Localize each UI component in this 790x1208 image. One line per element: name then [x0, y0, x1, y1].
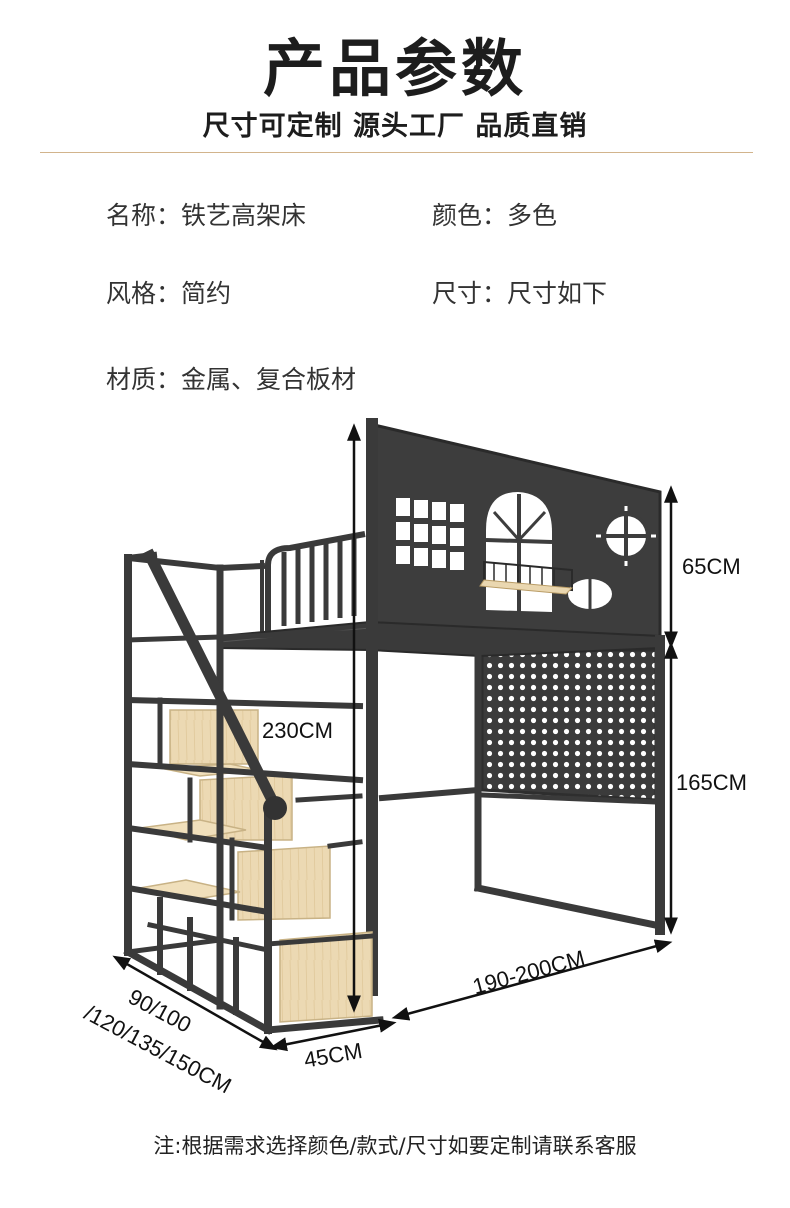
page-subtitle: 尺寸可定制 源头工厂 品质直销 [202, 111, 588, 142]
page-title: 产品参数 [262, 32, 527, 105]
dim-top-section: 65CM [682, 554, 741, 579]
spec-name-value: 铁艺高架床 [181, 201, 307, 230]
spec-color-label: 颜色： [432, 201, 508, 230]
handrail-knob [263, 796, 287, 820]
spec-style-value: 简约 [181, 279, 232, 308]
spec-size: 尺寸：尺寸如下 [432, 274, 607, 310]
spec-color-value: 多色 [507, 201, 558, 230]
bed-platform [219, 620, 661, 658]
spec-material-label: 材质： [106, 365, 182, 394]
round-window-cutout [596, 506, 656, 566]
pegboard-panel [480, 648, 658, 802]
dimension-lines [112, 423, 678, 1052]
spec-name: 名称：铁艺高架床 [106, 196, 306, 232]
dim-bottom-section: 165CM [676, 770, 747, 795]
arched-window-cutout [485, 492, 553, 612]
spec-size-label: 尺寸： [432, 279, 508, 308]
dim-total-height: 230CM [262, 718, 333, 743]
spec-name-label: 名称： [106, 201, 182, 230]
bed-frame [366, 418, 665, 996]
spec-size-value: 尺寸如下 [507, 279, 608, 308]
grid-window-cutout [396, 498, 464, 570]
divider-line [40, 152, 753, 153]
hanging-shelf [479, 560, 574, 595]
spec-color: 颜色：多色 [432, 196, 557, 232]
spec-style: 风格：简约 [106, 274, 231, 310]
spec-style-label: 风格： [106, 279, 182, 308]
footer-note: 注:根据需求选择颜色/款式/尺寸如要定制请联系客服 [153, 1134, 637, 1158]
spec-material: 材质：金属、复合板材 [106, 360, 356, 396]
spec-material-value: 金属、复合板材 [181, 365, 357, 394]
bed-headboard-panel [368, 422, 662, 642]
